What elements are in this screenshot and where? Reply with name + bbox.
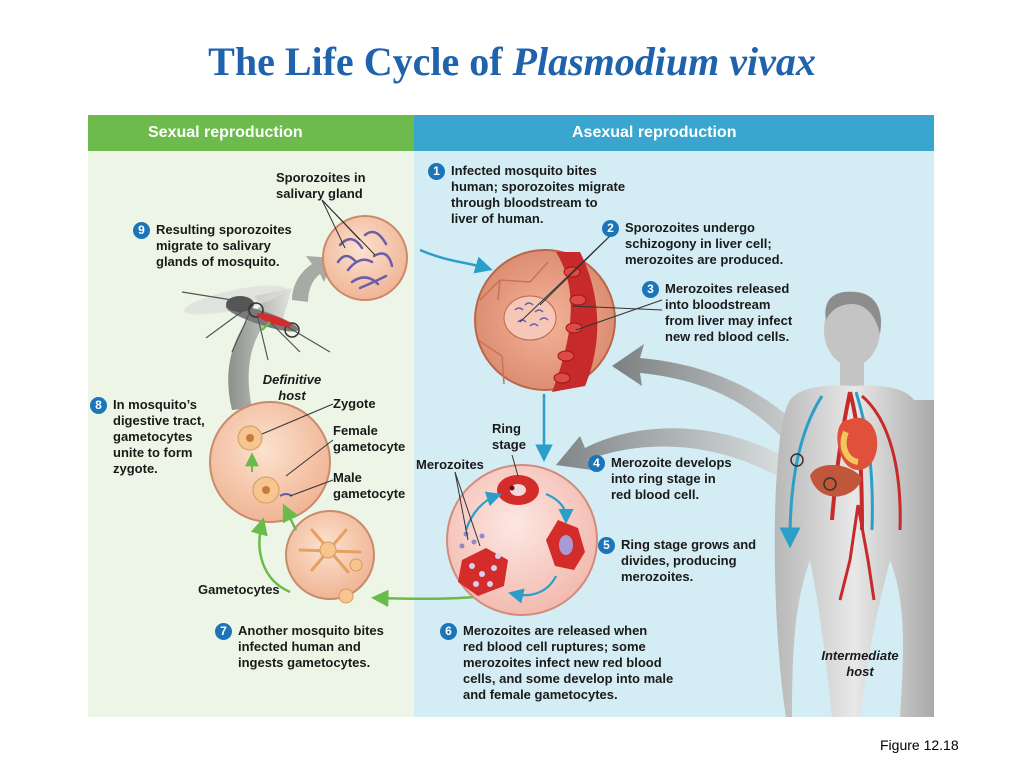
liver-circle [474, 249, 616, 392]
step-9-text: Resulting sporozoites migrate to salivar… [156, 222, 292, 269]
ring-stage-label: Ring stage [492, 421, 526, 452]
step-2-text: Sporozoites undergo schizogony in liver … [625, 220, 784, 267]
step-3-text: Merozoites released into bloodstream fro… [665, 281, 793, 344]
figure-number: Figure 12.18 [880, 737, 959, 753]
sporozoites-label: Sporozoites in salivary gland [276, 170, 366, 201]
human-panel-clip [934, 115, 1024, 717]
intermediate-host-label: Intermediate host [821, 648, 899, 679]
step-7-text: Another mosquito bites infected human an… [238, 623, 384, 670]
gametocyte-circle [285, 510, 375, 604]
step-8-text: In mosquito’s digestive tract, gametocyt… [113, 397, 205, 476]
definitive-host-label: Definitive host [262, 372, 322, 403]
title-species: Plasmodium vivax [512, 39, 816, 84]
step-6-text: Merozoites are released when red blood c… [463, 623, 674, 702]
step-4-badge: 4 [588, 455, 605, 472]
step-4-text: Merozoite develops into ring stage in re… [611, 455, 732, 502]
gametocytes-label: Gametocytes [198, 582, 280, 597]
step-6-badge: 6 [440, 623, 457, 640]
sporozoite-circle [322, 215, 408, 301]
gray-arrow-mosquito [228, 288, 292, 410]
asexual-reproduction-header: Asexual reproduction [572, 124, 737, 141]
zygote-label: Zygote [333, 396, 376, 411]
step-8-badge: 8 [90, 397, 107, 414]
step-5-badge: 5 [598, 537, 615, 554]
male-gametocyte-label: Male gametocyte [333, 470, 406, 501]
blood-cell-circle [446, 464, 598, 616]
step-1-text: Infected mosquito bites human; sporozoit… [451, 163, 626, 226]
step-7-badge: 7 [215, 623, 232, 640]
page-title: The Life Cycle of Plasmodium vivax [0, 38, 1024, 85]
human-figure [774, 291, 934, 717]
step-1-badge: 1 [428, 163, 445, 180]
gray-arrow-ring [556, 428, 790, 475]
step-2-badge: 2 [602, 220, 619, 237]
sexual-reproduction-header: Sexual reproduction [148, 124, 303, 141]
step-9-badge: 9 [133, 222, 150, 239]
mosquito [181, 285, 331, 361]
sexual-header-bar [88, 115, 414, 151]
female-gametocyte-label: Female gametocyte [333, 423, 406, 454]
step-5-text: Ring stage grows and divides, producing … [621, 537, 757, 584]
asexual-header-bar [414, 115, 934, 151]
merozoites-label: Merozoites [416, 457, 484, 472]
zygote-circle [209, 401, 331, 523]
title-main: The Life Cycle of [208, 39, 503, 84]
step-3-badge: 3 [642, 281, 659, 298]
